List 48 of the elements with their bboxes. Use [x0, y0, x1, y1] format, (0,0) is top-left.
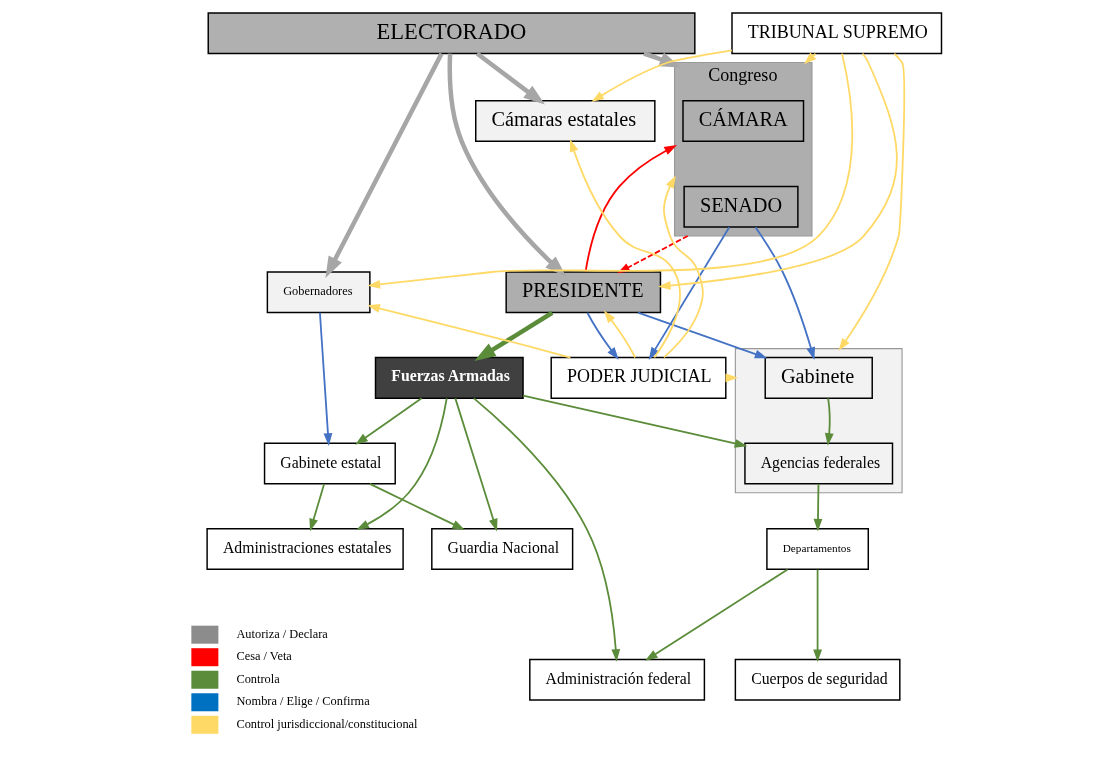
arrow — [643, 51, 681, 68]
node-box: Gabinete estatal — [263, 442, 396, 485]
arrow — [824, 397, 834, 446]
arrow — [309, 483, 326, 532]
legend-label: Control jurisdiccional/constitucional — [236, 716, 418, 731]
arrow — [813, 483, 823, 532]
arrow — [663, 175, 704, 359]
arrow — [325, 52, 444, 279]
arrow — [754, 226, 816, 360]
arrow — [454, 397, 498, 532]
arrow — [645, 568, 789, 661]
legend-label: Nombra / Elige / Confirma — [236, 694, 370, 709]
node-box: Gobernadores — [266, 271, 371, 314]
arrow — [356, 397, 448, 530]
node-box: Administración federal — [529, 658, 706, 701]
node-box: Administraciones estatales — [206, 528, 404, 571]
arrow — [474, 310, 554, 362]
node-box: SENADO — [683, 185, 799, 228]
legend-label: Controla — [236, 671, 280, 686]
arrow — [367, 304, 572, 359]
node-box: TRIBUNAL SUPREMO — [731, 12, 943, 55]
node-box: Departamentos — [766, 528, 869, 571]
arrow — [355, 397, 423, 445]
arrow — [648, 226, 731, 360]
arrow — [813, 568, 822, 663]
arrow — [368, 483, 465, 530]
arrow — [473, 397, 621, 662]
node-box: Guardia Nacional — [431, 528, 574, 571]
node-box: Gabinete — [764, 356, 873, 399]
node-box: Cuerpos de seguridad — [734, 658, 901, 701]
legend-label: Autoriza / Declara — [236, 626, 328, 641]
legend-label: Cesa / Veta — [236, 649, 292, 664]
node-box: ELECTORADO — [207, 12, 696, 55]
arrow — [586, 311, 619, 360]
arrow — [591, 49, 733, 102]
arrow — [319, 311, 333, 446]
node-box: PRESIDENTE — [505, 271, 662, 314]
arrow — [447, 53, 567, 277]
node-box: Fuerzas Armadas — [374, 356, 524, 399]
node-box: Cámaras estatales — [475, 100, 656, 143]
arrow — [838, 52, 906, 351]
arrow — [522, 394, 748, 448]
arrow — [637, 311, 768, 359]
arrow — [569, 139, 681, 359]
arrow — [475, 51, 545, 105]
node-box: Agencias federales — [744, 442, 894, 485]
node-box: CÁMARA — [682, 100, 805, 143]
arrow — [603, 310, 637, 359]
